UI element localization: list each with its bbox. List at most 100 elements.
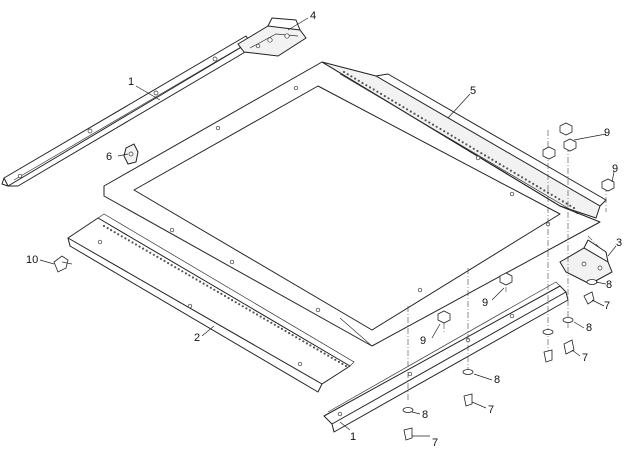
perforation-dot bbox=[263, 317, 266, 320]
perforation-dot bbox=[435, 125, 438, 128]
part-1-top-rail bbox=[1, 35, 253, 187]
perforation-dot bbox=[391, 99, 394, 102]
perforation-dot bbox=[506, 167, 509, 170]
rail-perforations bbox=[102, 224, 348, 368]
perforation-dot bbox=[156, 255, 159, 258]
part-10-thumb-screw bbox=[53, 255, 73, 273]
perforation-dot bbox=[495, 160, 498, 163]
perforation-dot bbox=[238, 303, 241, 306]
perforation-dot bbox=[152, 253, 155, 256]
perforation-dot bbox=[424, 119, 427, 122]
perforation-dot bbox=[546, 191, 550, 194]
perforation-dot bbox=[113, 231, 116, 234]
part-5-panel-frame bbox=[103, 61, 607, 347]
perforation-dot bbox=[295, 336, 298, 339]
perforation-dot bbox=[365, 84, 368, 87]
callout-8-d: 8 bbox=[422, 409, 428, 421]
perforation-dot bbox=[368, 86, 372, 89]
perforation-dot bbox=[524, 178, 527, 181]
perforation-dot bbox=[177, 268, 180, 271]
perforation-dot bbox=[259, 315, 262, 318]
perforation-dot bbox=[149, 251, 152, 254]
perforation-dot bbox=[469, 145, 472, 148]
perforation-dot bbox=[472, 147, 475, 150]
perforation-dot bbox=[241, 305, 244, 308]
perforation-dot bbox=[413, 112, 416, 115]
perforation-dot bbox=[439, 127, 442, 131]
perforation-dot bbox=[554, 195, 557, 199]
perforation-dot bbox=[106, 227, 109, 230]
part-3-bracket bbox=[559, 239, 613, 285]
perforation-dot bbox=[209, 286, 212, 289]
part-4-bracket bbox=[237, 17, 307, 57]
perforation-dot bbox=[120, 235, 123, 238]
perforation-dot bbox=[102, 224, 106, 228]
perforation-dot bbox=[561, 200, 565, 203]
perforation-dot bbox=[191, 276, 195, 279]
perforation-dot bbox=[330, 356, 333, 359]
perforation-dot bbox=[528, 180, 531, 183]
perforation-dot bbox=[231, 299, 234, 302]
callout-5: 5 bbox=[470, 85, 476, 97]
perforation-dot bbox=[454, 136, 457, 139]
perforation-dot bbox=[188, 274, 191, 277]
callout-8-b: 8 bbox=[586, 322, 592, 334]
callout-10: 10 bbox=[26, 254, 38, 266]
perforation-dot bbox=[270, 321, 273, 324]
perforation-dot bbox=[142, 247, 145, 250]
callout-2: 2 bbox=[194, 332, 200, 344]
perforation-dot bbox=[409, 110, 412, 113]
perforation-dot bbox=[443, 130, 446, 133]
perforation-dot bbox=[354, 77, 357, 80]
perforation-dot bbox=[483, 154, 487, 157]
callout-1-bottom: 1 bbox=[350, 431, 356, 443]
perforation-dot bbox=[461, 141, 464, 144]
perforation-dot bbox=[199, 280, 202, 283]
perforation-dot bbox=[465, 143, 468, 146]
leader-lines bbox=[39, 17, 617, 437]
perforation-dot bbox=[138, 245, 141, 248]
perforation-dot bbox=[394, 101, 397, 104]
perforation-dot bbox=[255, 313, 259, 316]
perforation-dot bbox=[428, 121, 431, 124]
perforation-dot bbox=[174, 266, 177, 269]
perforation-dot bbox=[220, 292, 223, 295]
perforation-dot bbox=[110, 229, 113, 232]
perforation-dot bbox=[280, 327, 283, 330]
perforation-dot bbox=[569, 204, 572, 207]
perforation-dot bbox=[252, 311, 255, 314]
perforation-dot bbox=[284, 329, 287, 333]
callout-6: 6 bbox=[106, 151, 112, 163]
perforation-dot bbox=[323, 352, 326, 355]
perforation-dot bbox=[406, 108, 409, 111]
perforation-dot bbox=[565, 202, 568, 205]
perforation-dot bbox=[245, 307, 248, 310]
perforation-dot bbox=[337, 360, 340, 363]
perforation-dot bbox=[170, 264, 173, 267]
perforation-dot bbox=[273, 323, 276, 326]
callout-labels: 1 4 5 6 9 9 3 8 7 8 7 9 9 8 7 8 7 2 1 10 bbox=[26, 10, 622, 449]
perforation-dot bbox=[387, 97, 390, 100]
perforation-dot bbox=[131, 241, 134, 244]
perforation-dot bbox=[376, 90, 379, 93]
callout-4: 4 bbox=[310, 10, 316, 22]
perforation-dot bbox=[572, 206, 576, 210]
perforation-dot bbox=[127, 239, 130, 242]
perforation-dot bbox=[167, 262, 170, 265]
perforation-dot bbox=[316, 348, 319, 351]
perforation-dot bbox=[277, 325, 280, 328]
perforation-dot bbox=[334, 358, 337, 361]
perforation-dot bbox=[124, 237, 127, 240]
perforation-dot bbox=[305, 342, 308, 345]
callout-9-d: 9 bbox=[420, 335, 426, 347]
perforation-dot bbox=[476, 149, 479, 153]
perforation-dot bbox=[320, 350, 323, 353]
perforation-dot bbox=[288, 332, 291, 335]
callout-7-b: 7 bbox=[582, 352, 588, 364]
perforation-dot bbox=[346, 73, 349, 76]
part-1-bottom-rail bbox=[323, 281, 569, 433]
perforation-dot bbox=[517, 174, 520, 177]
perforation-dot bbox=[532, 182, 535, 185]
perforation-dot bbox=[521, 176, 524, 179]
